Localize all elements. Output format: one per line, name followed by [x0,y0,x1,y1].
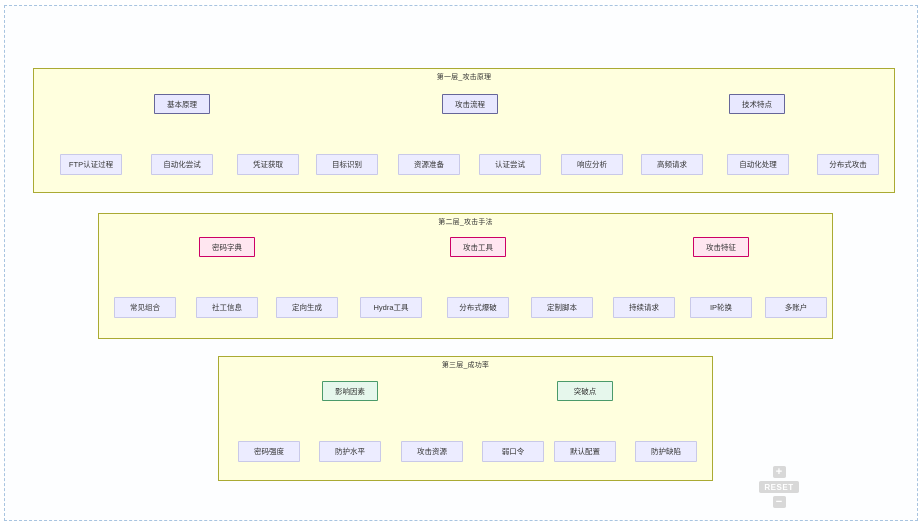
leaf-node-layer1-0-2[interactable]: 凭证获取 [237,153,299,175]
leaf-node-layer2-0-0[interactable]: 常见组合 [114,296,176,318]
parent-node-layer2-2[interactable]: 攻击特征 [693,237,749,257]
leaf-node-layer3-1-2[interactable]: 防护缺陷 [635,440,697,462]
leaf-node-layer3-1-0[interactable]: 弱口令 [482,440,544,462]
parent-node-layer3-1[interactable]: 突破点 [557,381,613,401]
leaf-node-layer2-2-2[interactable]: 多账户 [765,296,827,318]
node-label: 分布式爆破 [459,302,497,312]
node-label: 自动化尝试 [163,159,201,169]
node-label: 突破点 [573,386,597,396]
node-label: 技术特点 [742,99,772,109]
node-label: 防护缺陷 [651,446,681,456]
zoom-controls[interactable]: + RESET − [759,466,799,508]
parent-node-layer1-0[interactable]: 基本原理 [154,94,210,114]
leaf-node-layer2-1-1[interactable]: 分布式爆破 [447,296,509,318]
leaf-node-layer1-1-3[interactable]: 响应分析 [561,153,623,175]
node-label: 多账户 [784,302,808,312]
node-label: 密码强度 [254,446,284,456]
node-label: 认证尝试 [495,159,525,169]
mindmap-diagram[interactable]: 第一层_攻击原理基本原理 FTP认证过程 自动化尝试 凭证获取 攻击流程目标识别 资源准备… [5,6,919,522]
parent-node-layer2-1[interactable]: 攻击工具 [450,237,506,257]
leaf-node-layer2-2-1[interactable]: IP轮换 [690,296,752,318]
zoom-in-button[interactable]: + [772,466,786,478]
parent-node-layer1-2[interactable]: 技术特点 [729,94,785,114]
node-label: 资源准备 [414,159,444,169]
leaf-node-layer1-0-0[interactable]: FTP认证过程 [60,153,122,175]
leaf-node-layer2-1-2[interactable]: 定制脚本 [531,296,593,318]
node-label: IP轮换 [709,302,733,312]
leaf-node-layer3-0-0[interactable]: 密码强度 [238,440,300,462]
leaf-node-layer3-0-1[interactable]: 防护水平 [319,440,381,462]
node-label: 密码字典 [212,242,242,252]
node-label: 响应分析 [577,159,607,169]
layer-title-layer3: 第三层_成功率 [441,362,490,369]
node-label: 社工信息 [212,302,242,312]
node-label: 定制脚本 [547,302,577,312]
layer-cluster-layer2: 第二层_攻击手法 [98,213,833,339]
parent-node-layer2-0[interactable]: 密码字典 [199,237,255,257]
node-label: 攻击特征 [706,242,736,252]
layer-title-layer1: 第一层_攻击原理 [436,74,492,81]
leaf-node-layer1-2-0[interactable]: 高频请求 [641,153,703,175]
node-label: Hydra工具 [373,302,409,312]
layer-cluster-layer3: 第三层_成功率 [218,356,713,481]
leaf-node-layer1-1-2[interactable]: 认证尝试 [479,153,541,175]
parent-node-layer3-0[interactable]: 影响因素 [322,381,378,401]
leaf-node-layer2-1-0[interactable]: Hydra工具 [360,296,422,318]
node-label: 自动化处理 [739,159,777,169]
node-label: 分布式攻击 [829,159,867,169]
reset-button[interactable]: RESET [759,481,799,493]
node-label: 攻击资源 [417,446,447,456]
leaf-node-layer1-2-1[interactable]: 自动化处理 [727,153,789,175]
node-label: 常见组合 [130,302,160,312]
parent-node-layer1-1[interactable]: 攻击流程 [442,94,498,114]
node-label: 目标识别 [332,159,362,169]
zoom-out-button[interactable]: − [772,496,786,508]
leaf-node-layer1-0-1[interactable]: 自动化尝试 [151,153,213,175]
node-label: 默认配置 [570,446,600,456]
node-label: FTP认证过程 [68,159,114,169]
node-label: 凭证获取 [253,159,283,169]
leaf-node-layer3-1-1[interactable]: 默认配置 [554,440,616,462]
node-label: 持续请求 [629,302,659,312]
leaf-node-layer2-0-1[interactable]: 社工信息 [196,296,258,318]
node-label: 影响因素 [335,386,365,396]
node-label: 攻击流程 [455,99,485,109]
node-label: 弱口令 [501,446,525,456]
leaf-node-layer2-2-0[interactable]: 持续请求 [613,296,675,318]
diagram-canvas-frame[interactable]: 第一层_攻击原理基本原理 FTP认证过程 自动化尝试 凭证获取 攻击流程目标识别 资源准备… [4,5,918,521]
leaf-node-layer2-0-2[interactable]: 定向生成 [276,296,338,318]
leaf-node-layer3-0-2[interactable]: 攻击资源 [401,440,463,462]
layer-title-layer2: 第二层_攻击手法 [438,219,493,226]
node-label: 防护水平 [335,446,365,456]
node-label: 定向生成 [292,302,322,312]
node-label: 基本原理 [167,99,197,109]
leaf-node-layer1-1-1[interactable]: 资源准备 [398,153,460,175]
node-label: 高频请求 [657,159,687,169]
leaf-node-layer1-1-0[interactable]: 目标识别 [316,153,378,175]
node-label: 攻击工具 [463,242,493,252]
leaf-node-layer1-2-2[interactable]: 分布式攻击 [817,153,879,175]
